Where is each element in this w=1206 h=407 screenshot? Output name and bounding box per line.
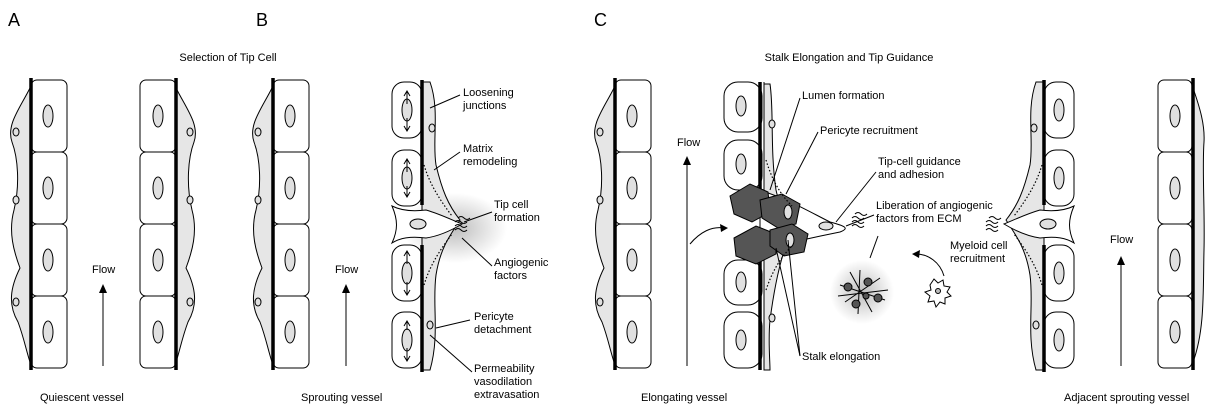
myeloid-arrow — [916, 254, 944, 276]
label-angiogenic-2: factors — [494, 270, 528, 282]
flow-arrow-a — [99, 284, 107, 366]
label-liberation-1: Liberation of angiogenic — [876, 200, 993, 212]
label-myeloid-1: Myeloid cell — [950, 240, 1007, 252]
myeloid-cell-icon — [925, 279, 951, 307]
label-liberation-2: factors from ECM — [876, 213, 962, 225]
panel-c-left-wall — [595, 78, 651, 370]
label-tip-guidance-1: Tip-cell guidance — [878, 156, 961, 168]
flow-arrow-b — [342, 284, 350, 366]
label-matrix-1: Matrix — [463, 143, 493, 155]
flow-label-b: Flow — [335, 264, 358, 276]
caption-quiescent-vessel: Quiescent vessel — [40, 392, 124, 404]
label-permeability-3: extravasation — [474, 389, 539, 401]
caption-adjacent-sprouting-vessel: Adjacent sprouting vessel — [1064, 392, 1189, 404]
label-tip-cell-2: formation — [494, 212, 540, 224]
panel-label-c: C — [594, 10, 607, 30]
ecm-fibers-icon — [830, 260, 894, 324]
panel-label-a: A — [8, 10, 20, 30]
title-selection-of-tip-cell: Selection of Tip Cell — [179, 52, 276, 64]
label-pericyte-recruitment: Pericyte recruitment — [820, 125, 918, 137]
label-tip-guidance-2: and adhesion — [878, 169, 944, 181]
panel-b-left-wall — [253, 78, 309, 370]
label-lumen-formation: Lumen formation — [802, 90, 885, 102]
flow-arrow-c — [683, 156, 691, 366]
title-stalk-elongation: Stalk Elongation and Tip Guidance — [765, 52, 934, 64]
label-permeability-1: Permeability — [474, 363, 535, 375]
label-permeability-2: vasodilation — [474, 376, 532, 388]
flow-label-c: Flow — [677, 137, 700, 149]
flow-label-a: Flow — [92, 264, 115, 276]
label-angiogenic-1: Angiogenic — [494, 257, 549, 269]
flow-arrow-adjacent — [1117, 256, 1125, 366]
label-pericyte-detach-2: detachment — [474, 324, 531, 336]
label-myeloid-2: recruitment — [950, 253, 1005, 265]
label-loosening-1: Loosening — [463, 87, 514, 99]
curved-arrow-c — [690, 228, 724, 244]
label-matrix-2: remodeling — [463, 156, 517, 168]
panel-label-b: B — [256, 10, 268, 30]
caption-sprouting-vessel: Sprouting vessel — [301, 392, 382, 404]
label-stalk-elongation: Stalk elongation — [802, 351, 880, 363]
panel-a-right-wall — [140, 78, 195, 370]
panel-c-adjacent-wall — [986, 80, 1074, 372]
panel-c-right-wall — [1158, 78, 1204, 370]
flow-label-adjacent: Flow — [1110, 234, 1133, 246]
label-loosening-2: junctions — [462, 100, 507, 112]
panel-a-left-wall — [11, 78, 67, 370]
caption-elongating-vessel: Elongating vessel — [641, 392, 727, 404]
label-pericyte-detach-1: Pericyte — [474, 311, 514, 323]
label-tip-cell-1: Tip cell — [494, 199, 528, 211]
